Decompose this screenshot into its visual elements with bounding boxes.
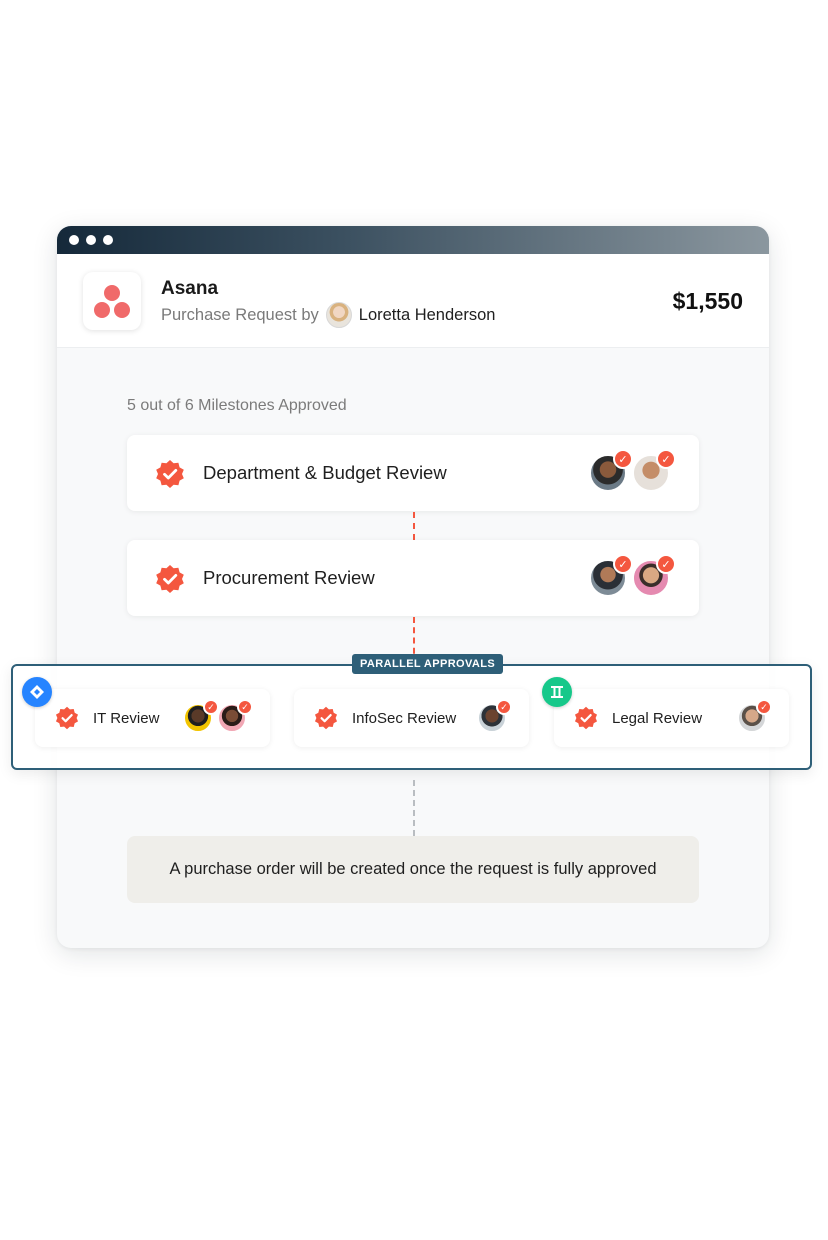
window-control-dot[interactable] — [69, 235, 79, 245]
window-titlebar — [57, 226, 769, 254]
verified-badge-icon — [156, 460, 184, 488]
milestone-card-procurement[interactable]: Procurement Review ✓ ✓ — [127, 540, 699, 616]
approved-check-icon: ✓ — [203, 699, 219, 715]
milestone-connector — [413, 512, 415, 540]
parallel-card-legal-review[interactable]: Legal Review ✓ — [554, 689, 789, 747]
approved-check-icon: ✓ — [237, 699, 253, 715]
milestone-title: Department & Budget Review — [203, 462, 447, 483]
verified-badge-icon — [314, 706, 338, 730]
milestones-progress-label: 5 out of 6 Milestones Approved — [127, 397, 347, 414]
approved-check-icon: ✓ — [656, 449, 676, 469]
parallel-card-it-review[interactable]: IT Review ✓ ✓ — [35, 689, 270, 747]
purchase-order-note: A purchase order will be created once th… — [127, 836, 699, 903]
verified-badge-icon — [55, 706, 79, 730]
parallel-item-title: Legal Review — [612, 710, 703, 727]
approved-check-icon: ✓ — [613, 554, 633, 574]
milestone-connector — [413, 617, 415, 664]
milestone-card-department-budget[interactable]: Department & Budget Review ✓ ✓ — [127, 435, 699, 511]
approved-check-icon: ✓ — [656, 554, 676, 574]
window-control-dot[interactable] — [103, 235, 113, 245]
window-control-dot[interactable] — [86, 235, 96, 245]
approved-check-icon: ✓ — [756, 699, 772, 715]
jira-icon — [22, 677, 52, 707]
requester-name[interactable]: Loretta Henderson — [358, 305, 496, 324]
parallel-approvals-tag: PARALLEL APPROVALS — [352, 654, 504, 674]
approved-check-icon: ✓ — [496, 699, 512, 715]
parallel-item-title: IT Review — [93, 710, 160, 727]
ironclad-icon — [542, 677, 572, 707]
asana-logo-icon — [83, 272, 141, 330]
requester-avatar — [325, 302, 352, 328]
verified-badge-icon — [574, 706, 598, 730]
parallel-item-title: InfoSec Review — [352, 710, 457, 727]
approved-check-icon: ✓ — [613, 449, 633, 469]
milestone-title: Procurement Review — [203, 567, 375, 588]
request-label: Purchase Request by — [161, 305, 319, 324]
app-name: Asana — [161, 278, 219, 299]
request-amount: $1,550 — [672, 288, 743, 314]
pending-connector — [413, 780, 415, 836]
approver-avatar — [737, 703, 767, 733]
approver-avatar — [589, 559, 627, 597]
requester-line: Purchase Request by Loretta Henderson — [161, 302, 495, 328]
parallel-card-infosec-review[interactable]: InfoSec Review ✓ — [294, 689, 529, 747]
request-header: Asana Purchase Request by Loretta Hender… — [57, 254, 769, 348]
verified-badge-icon — [156, 565, 184, 593]
